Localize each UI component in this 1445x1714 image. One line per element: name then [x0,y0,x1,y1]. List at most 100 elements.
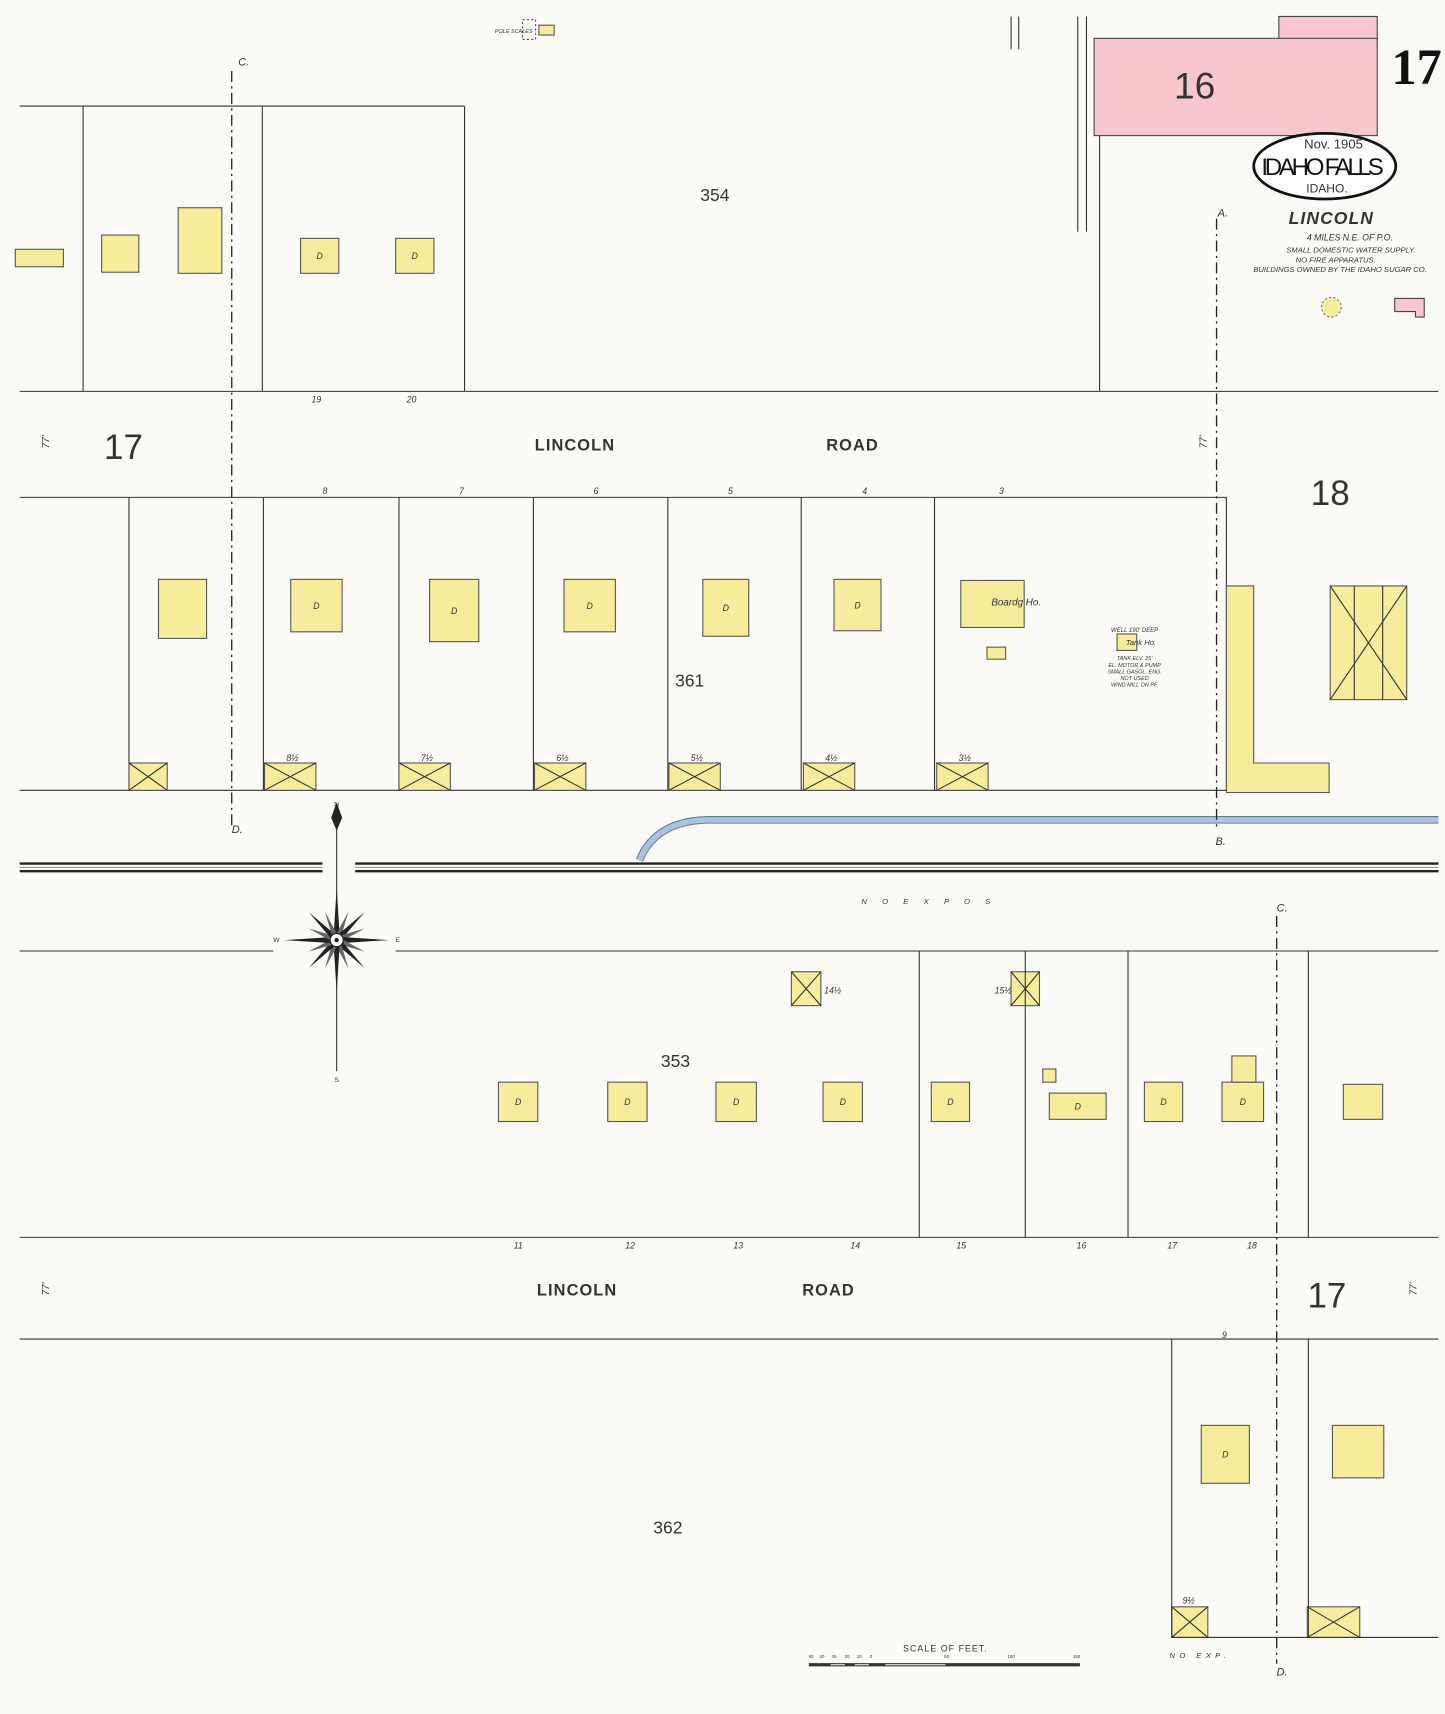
lot-number: 4 [862,486,867,496]
adjacent-sheet-16-block [1093,37,1378,137]
street-width: 77' [41,434,52,448]
dwelling-label: D [412,251,419,261]
street-name: LINCOLN [535,436,615,454]
dwelling [1342,1083,1384,1120]
dwelling-label: D [947,1097,954,1107]
title-state: IDAHO. [1306,181,1347,195]
street-width: 77' [1199,434,1210,448]
dwelling-label: D [515,1097,522,1107]
brick-building [1278,15,1378,42]
street-width: 77' [1409,1281,1420,1295]
adjacent-sheet-right: 18 [1311,474,1350,513]
scale-title: SCALE OF FEET. [903,1644,988,1654]
dwelling [177,207,223,274]
lot-number: 12 [625,1240,635,1250]
shed: 8½ [263,753,317,791]
compass-north: N [334,802,339,809]
title-cartouche: Nov. 1905 IDAHO FALLS IDAHO. [1252,132,1398,201]
shed-height: 5½ [691,753,704,763]
lot-number: 7 [459,486,465,496]
lot-number: 14 [850,1240,860,1250]
dwelling: D [290,578,343,633]
dwelling: D [563,578,616,633]
svg-text:Tank Ho.: Tank Ho. [1126,638,1156,647]
dwelling [1042,1068,1057,1083]
dwelling: D [497,1081,539,1123]
shed-height: 14½ [824,986,842,996]
note-line: BUILDINGS OWNED BY THE IDAHO SUGAR CO. [1253,265,1426,274]
compass-west: W [273,937,280,944]
dwelling-label: D [451,606,458,616]
tank-house-notes: WELL 190' DEEP Tank Ho. TANK ELV. 25'EL. M… [1107,628,1161,689]
lot-number: 20 [406,394,417,404]
dwelling-label: D [587,601,594,611]
dwelling-label: D [1075,1101,1082,1111]
scale-tick: 0 [870,1654,873,1659]
dwelling: D [702,578,750,637]
block-354-lines [19,105,1439,392]
dwelling: D [429,578,480,643]
dwelling: D [833,578,882,632]
shed-height: 7½ [421,753,434,763]
section-mark: A. [1217,207,1228,219]
adjacent-sheet-16-label: 16 [1174,64,1215,106]
pole-scales-label: POLE SCALES [495,29,533,35]
adjacent-sheet-left: 17 [104,428,143,467]
dwelling-label: D [1222,1450,1229,1460]
dwelling [101,234,140,273]
place-name: LINCOLN [1289,208,1374,228]
svg-text:TANK ELV. 25': TANK ELV. 25' [1117,656,1153,662]
shed-height: 15½ [995,986,1013,996]
small-building [538,24,555,36]
shed: 3½ [936,753,989,791]
shed: 7½ [398,753,451,791]
title-date: Nov. 1905 [1304,137,1363,152]
dwelling: D [822,1081,863,1123]
sheet-number: 17 [1391,39,1441,95]
shed: 6½ [533,753,587,791]
section-mark: D. [232,824,243,836]
dwelling: D [300,237,340,274]
street-width: 77' [41,1281,52,1295]
shed [1306,1606,1361,1638]
lot-number: 18 [1247,1240,1257,1250]
note-line: NO FIRE APPARATUS. [1296,255,1376,264]
compass-rose [284,802,390,1072]
dwelling-label: D [1240,1097,1247,1107]
lot-number: 8 [322,486,327,496]
scale-tick: 100 [1007,1654,1015,1659]
railroad-track [19,862,1439,873]
section-mark: D. [1277,1667,1288,1679]
dwelling-label: D [624,1097,631,1107]
scale-tick: 20 [845,1654,850,1659]
no-exposure-label: NO EXP. [1170,1651,1231,1660]
dwelling: D [1048,1092,1107,1120]
dwelling [1231,1055,1257,1083]
lot-number: 17 [1167,1240,1178,1250]
dwelling [986,646,1007,660]
dwelling: D [930,1081,971,1123]
adjacent-sheet-bottom: 17 [1307,1276,1346,1315]
lot-number: 19 [312,394,322,404]
lot-number: 15 [956,1240,966,1250]
lot-number: 3 [999,486,1004,496]
shed-large [1329,585,1408,701]
block-number: 362 [653,1518,682,1538]
block-number: 354 [700,185,729,205]
no-exposure-label: N O E X P O S [861,897,997,906]
street-name: ROAD [826,436,879,454]
frame-building [1225,585,1330,794]
block-361-lines [19,496,1227,791]
shed: 15½ [995,971,1041,1007]
dwelling-label: D [840,1097,847,1107]
svg-text:EL. MOTOR & PUMP: EL. MOTOR & PUMP [1108,663,1161,669]
legend-brick-symbol [1394,297,1425,318]
svg-text:WELL 190' DEEP: WELL 190' DEEP [1111,628,1158,634]
dwelling-label: D [723,603,730,613]
scale-tick: 50 [809,1654,814,1659]
section-mark: B. [1215,836,1225,848]
dwelling: D [607,1081,648,1123]
shed-height: 6½ [556,753,569,763]
dwelling-label: D [1160,1097,1167,1107]
